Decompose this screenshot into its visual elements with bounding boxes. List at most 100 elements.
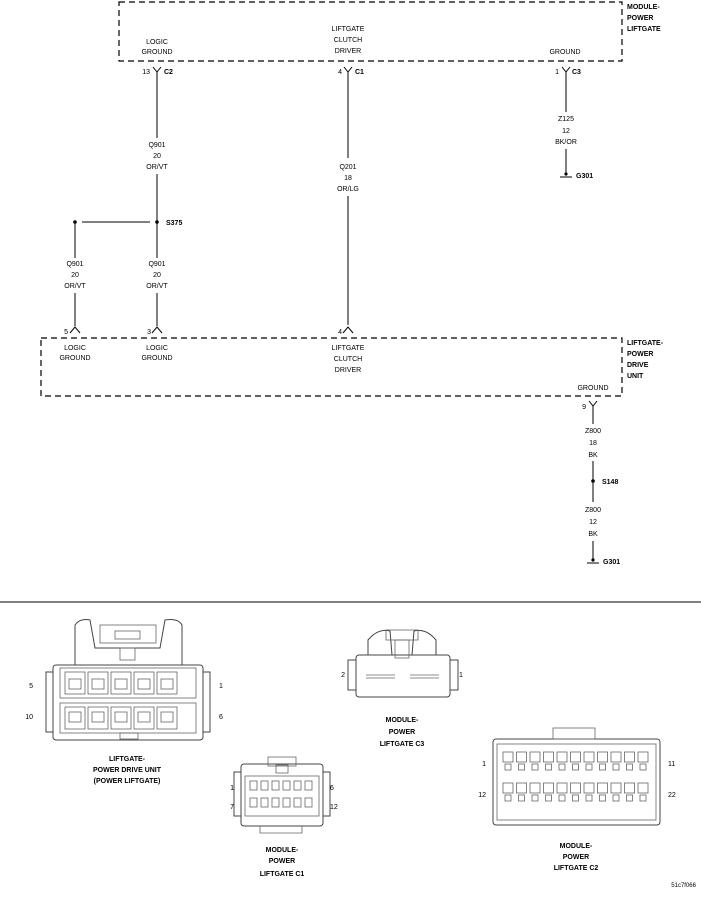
pin-func-logic-ground-top: LOGIC GROUND [141, 39, 172, 56]
svg-text:LIFTGATE-: LIFTGATE- [627, 340, 664, 347]
c2-cavity-inner [504, 763, 512, 771]
liftgate-power-drive-unit-label: LIFTGATE- POWER DRIVE UNIT [627, 340, 664, 380]
svg-text:BK: BK [588, 531, 598, 538]
svg-text:20: 20 [153, 153, 161, 160]
svg-text:Z125: Z125 [558, 116, 574, 123]
pin-func-ground-pdu: GROUND [577, 385, 608, 392]
pin-5-pdu: 5 [64, 326, 81, 336]
svg-text:GROUND: GROUND [141, 355, 172, 362]
svg-text:LOGIC: LOGIC [64, 345, 86, 352]
wire-label-q901-top: Q901 20 OR/VT [146, 142, 168, 171]
pin-1-c3: 1 C3 [555, 66, 581, 76]
pin-13-c2: 13 C2 [142, 66, 173, 76]
c2-cavity-inner [545, 794, 552, 802]
pin-4-pdu: 4 [338, 326, 354, 336]
svg-text:DRIVER: DRIVER [335, 48, 361, 55]
splice-s148-label: S148 [602, 479, 618, 486]
module-power-liftgate-box [118, 1, 623, 62]
svg-text:GROUND: GROUND [549, 49, 580, 56]
c2-cavity-inner [612, 763, 620, 771]
svg-text:CLUTCH: CLUTCH [334, 37, 362, 44]
c2-cavity [543, 751, 554, 763]
c1-pin-1: 1 [230, 785, 234, 792]
connector-view-c2 [492, 727, 661, 826]
svg-text:CLUTCH: CLUTCH [334, 356, 362, 363]
svg-text:12: 12 [589, 519, 597, 526]
svg-text:Q901: Q901 [148, 142, 165, 149]
svg-text:OR/VT: OR/VT [146, 283, 168, 290]
c3-caption: MODULE- POWER LIFTGATE C3 [380, 717, 425, 748]
svg-text:LIFTGATE: LIFTGATE [627, 26, 661, 33]
c2-cavity [529, 782, 541, 794]
svg-text:3: 3 [147, 329, 151, 336]
c2-cavity [597, 751, 608, 763]
wire-label-z125: Z125 12 BK/OR [555, 116, 577, 146]
ground-symbol-g301-a [560, 172, 572, 178]
svg-text:MODULE-: MODULE- [560, 843, 593, 850]
c2-cavity [556, 751, 568, 763]
svg-text:18: 18 [344, 175, 352, 182]
c2-cavity-inner [558, 794, 566, 802]
c3-pin-2: 2 [341, 672, 345, 679]
svg-text:Z800: Z800 [585, 428, 601, 435]
svg-text:OR/LG: OR/LG [337, 186, 359, 193]
svg-text:LIFTGATE: LIFTGATE [332, 345, 365, 352]
c1-pin-7: 7 [230, 804, 234, 811]
svg-text:GROUND: GROUND [59, 355, 90, 362]
pin-func-logic-ground-pdu-3: LOGIC GROUND [141, 345, 172, 362]
connector-view-c1 [233, 756, 331, 834]
svg-text:C3: C3 [572, 69, 581, 76]
svg-text:POWER: POWER [269, 858, 295, 865]
c2-cavity [624, 751, 635, 763]
svg-text:4: 4 [338, 69, 342, 76]
c2-cavity [570, 782, 581, 794]
pdu-pin-6: 6 [219, 714, 223, 721]
svg-text:Q901: Q901 [148, 261, 165, 268]
svg-text:1: 1 [555, 69, 559, 76]
svg-text:12: 12 [562, 128, 570, 135]
c2-cavity [583, 782, 595, 794]
svg-text:POWER: POWER [563, 854, 589, 861]
c2-cavity-inner [572, 794, 579, 802]
svg-text:POWER: POWER [389, 729, 415, 736]
svg-text:Z800: Z800 [585, 507, 601, 514]
svg-text:MODULE-: MODULE- [386, 717, 419, 724]
pin-func-clutch-driver-pdu: LIFTGATE CLUTCH DRIVER [332, 345, 365, 374]
pin-9-pdu: 9 [582, 400, 598, 411]
c1-pin-6: 6 [330, 785, 334, 792]
figure-id: 51c7f066 [671, 883, 696, 889]
c2-cavity [556, 782, 568, 794]
c2-cavity-inner [531, 794, 539, 802]
c1-pin-12: 12 [330, 804, 338, 811]
svg-text:LIFTGATE-: LIFTGATE- [109, 756, 146, 763]
c2-pin-12: 12 [478, 792, 486, 799]
pin-func-clutch-driver-top: LIFTGATE CLUTCH DRIVER [332, 26, 365, 55]
svg-text:C2: C2 [164, 69, 173, 76]
svg-text:LOGIC: LOGIC [146, 345, 168, 352]
c2-cavity-inner [599, 794, 606, 802]
svg-text:20: 20 [71, 272, 79, 279]
c2-cavity [610, 751, 622, 763]
c2-cavity [570, 751, 581, 763]
svg-text:LIFTGATE C2: LIFTGATE C2 [554, 865, 599, 872]
svg-text:DRIVE: DRIVE [627, 362, 649, 369]
c2-cavity [597, 782, 608, 794]
svg-text:POWER: POWER [627, 351, 653, 358]
c2-cavity [529, 751, 541, 763]
svg-text:18: 18 [589, 440, 597, 447]
module-power-liftgate-label: MODULE- POWER LIFTGATE [627, 4, 661, 33]
svg-text:UNIT: UNIT [627, 373, 644, 380]
wire-label-q901-left: Q901 20 OR/VT [64, 261, 86, 290]
pin-4-c1: 4 C1 [338, 66, 364, 76]
c2-cavity-inner [585, 794, 593, 802]
c2-cavity [543, 782, 554, 794]
c2-cavity-inner [612, 794, 620, 802]
c2-pin-1: 1 [482, 761, 486, 768]
connector-view-pdu [45, 619, 211, 741]
svg-text:POWER: POWER [627, 15, 653, 22]
svg-text:DRIVER: DRIVER [335, 367, 361, 374]
svg-text:LIFTGATE C3: LIFTGATE C3 [380, 741, 425, 748]
c2-cavity-inner [545, 763, 552, 771]
c2-cavity [502, 751, 514, 763]
c2-cavity-inner [518, 794, 525, 802]
